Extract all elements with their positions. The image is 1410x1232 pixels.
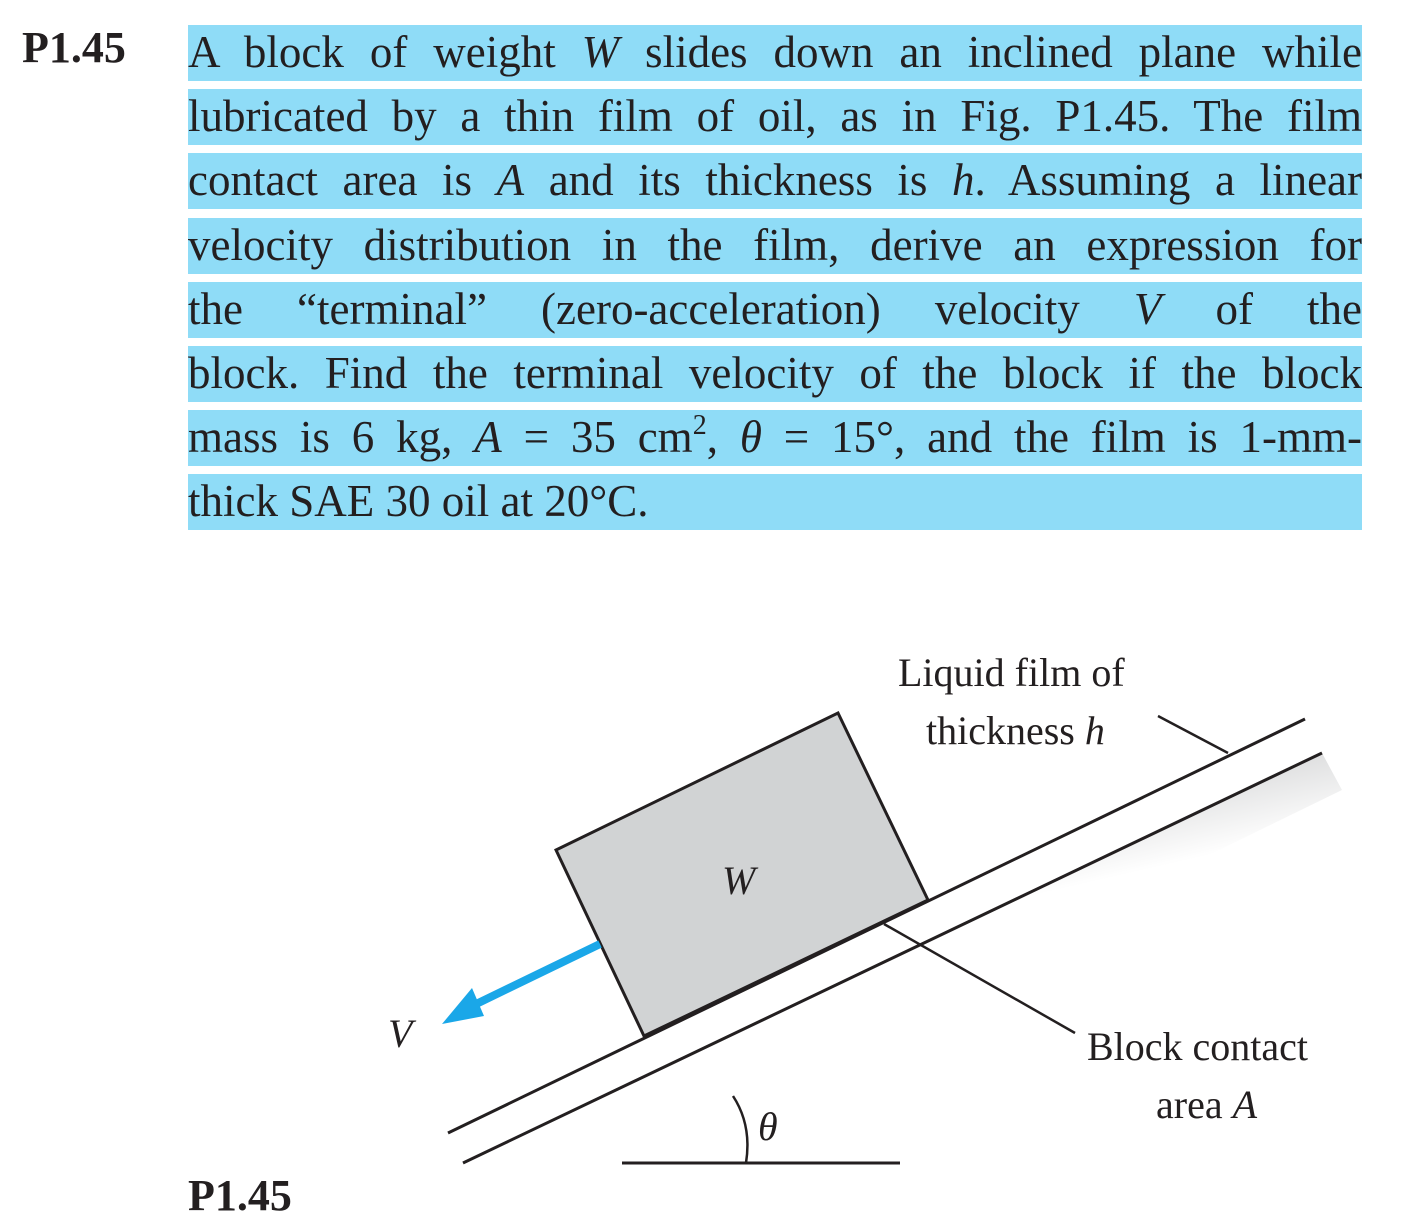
contact-label-line2: area A [1156, 1082, 1258, 1127]
contact-leader-line [883, 922, 1076, 1035]
statement-line: mass is 6 kg, A = 35 cm2, θ = 15°, and t… [188, 410, 1362, 474]
text-highlight [188, 281, 1362, 338]
text-highlight [188, 25, 1362, 81]
problem-statement: A block of weight W slides down an incli… [188, 25, 1362, 539]
text-highlight [188, 410, 1362, 467]
velocity-arrow-head [442, 988, 484, 1024]
film-label-line1: Liquid film of [898, 650, 1125, 695]
film-leader-line [1157, 714, 1229, 755]
statement-line: A block of weight W slides down an incli… [188, 25, 1362, 89]
block-weight-label: W [722, 858, 759, 903]
text-highlight [188, 153, 1362, 210]
incline-shadow [463, 753, 1342, 1212]
statement-line: contact area is A and its thickness is h… [188, 153, 1362, 217]
statement-line: thick SAE 30 oil at 20°C. [188, 474, 1362, 538]
figure-number: P1.45 [188, 1171, 292, 1220]
incline-surface-line [462, 751, 1323, 1165]
text-highlight [188, 89, 1362, 146]
problem-number: P1.45 [22, 23, 126, 72]
block [554, 710, 931, 1039]
angle-arc [731, 1095, 749, 1164]
velocity-label: V [388, 1011, 417, 1056]
statement-line: lubricated by a thin film of oil, as in … [188, 89, 1362, 153]
angle-label: θ [758, 1104, 778, 1149]
statement-line: block. Find the terminal velocity of the… [188, 345, 1362, 410]
velocity-arrow-shaft [468, 940, 602, 1011]
text-highlight [188, 217, 1362, 274]
statement-line: velocity distribution in the film, deriv… [188, 217, 1362, 282]
film-label-line2: thickness h [926, 708, 1105, 753]
text-highlight [188, 474, 1362, 531]
contact-label-line1: Block contact [1087, 1024, 1308, 1069]
statement-line: the “terminal” (zero-acceleration) veloc… [188, 281, 1362, 346]
text-highlight [188, 345, 1362, 402]
